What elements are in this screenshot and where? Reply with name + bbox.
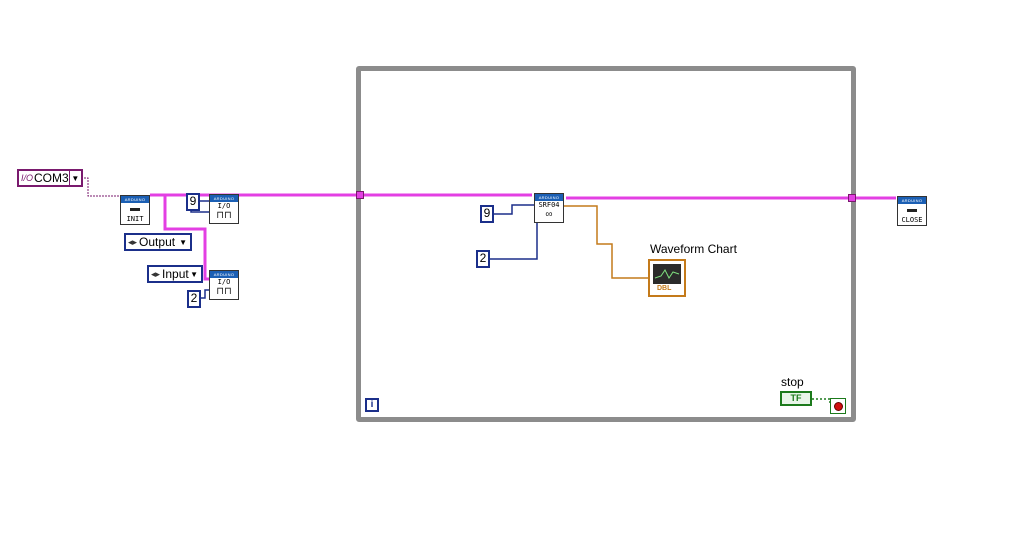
pin-constant-9-loop[interactable]: 9 xyxy=(480,205,494,223)
close-label: CLOSE xyxy=(901,216,923,224)
pin2-wire-a xyxy=(201,289,209,299)
arduino-header: ARDUINO xyxy=(535,194,563,201)
arduino-init-block[interactable]: ARDUINO ▬ INIT xyxy=(120,195,150,225)
ring-value: Output xyxy=(139,235,176,249)
sensor-icon: ∞ xyxy=(545,209,553,220)
srf04-label: SRF04 xyxy=(538,201,560,209)
visa-control-wire xyxy=(84,177,120,197)
arduino-io-block-1[interactable]: ARDUINO I/O ⊓⊓ xyxy=(209,194,239,224)
arduino-header: ARDUINO xyxy=(121,196,149,203)
while-loop[interactable] xyxy=(356,66,856,422)
chart-label: Waveform Chart xyxy=(650,242,737,256)
stop-boolean-control[interactable]: TF xyxy=(780,391,812,406)
chevron-down-icon: ▼ xyxy=(179,237,187,247)
dropdown-arrow-icon[interactable]: ▼ xyxy=(68,171,81,185)
ring-value: Input xyxy=(162,267,189,281)
mode-ring-input[interactable]: ◂▸ Input ▼ xyxy=(147,265,203,283)
visa-wire-branch xyxy=(163,195,209,281)
loop-condition-terminal[interactable] xyxy=(830,398,846,414)
pin2-wire-b xyxy=(490,223,538,260)
ring-arrows-icon: ◂▸ xyxy=(128,236,138,247)
board-icon: ▬ xyxy=(907,204,917,215)
chevron-down-icon: ▼ xyxy=(190,269,198,279)
arduino-header: ARDUINO xyxy=(898,197,926,204)
iteration-terminal: i xyxy=(365,398,379,412)
arduino-srf04-block[interactable]: ARDUINO SRF04 ∞ xyxy=(534,193,564,223)
init-label: INIT xyxy=(126,215,144,223)
mode-ring-output[interactable]: ◂▸ Output ▼ xyxy=(124,233,192,251)
arduino-close-block[interactable]: ARDUINO ▬ CLOSE xyxy=(897,196,927,226)
stop-sign-icon xyxy=(833,401,843,411)
chart-type-tag: DBL xyxy=(657,285,672,292)
pulse-icon: ⊓⊓ xyxy=(216,286,232,297)
pulse-icon: ⊓⊓ xyxy=(216,210,232,221)
distance-wire xyxy=(564,205,648,279)
arduino-io-block-2[interactable]: ARDUINO I/O ⊓⊓ xyxy=(209,270,239,300)
chart-trace-icon xyxy=(654,269,680,279)
io-label: I/O xyxy=(217,278,231,286)
pin9-wire-b xyxy=(494,204,534,215)
visa-resource-control[interactable]: I/O COM3 ▼ xyxy=(17,169,83,187)
chart-screen-icon xyxy=(653,264,681,284)
arduino-header: ARDUINO xyxy=(210,195,238,202)
pin-constant-2[interactable]: 2 xyxy=(187,290,201,308)
io-label: I/O xyxy=(217,202,231,210)
visa-value: COM3 xyxy=(34,171,69,185)
pin-constant-9[interactable]: 9 xyxy=(186,193,200,211)
loop-tunnel-in xyxy=(356,191,364,199)
stop-label: stop xyxy=(781,375,804,389)
arduino-header: ARDUINO xyxy=(210,271,238,278)
loop-tunnel-out xyxy=(848,194,856,202)
waveform-chart-terminal[interactable]: DBL xyxy=(648,259,686,297)
pin-constant-2-loop[interactable]: 2 xyxy=(476,250,490,268)
visa-io-icon: I/O xyxy=(21,172,34,183)
ring-arrows-icon: ◂▸ xyxy=(151,268,161,279)
board-icon: ▬ xyxy=(130,203,140,214)
